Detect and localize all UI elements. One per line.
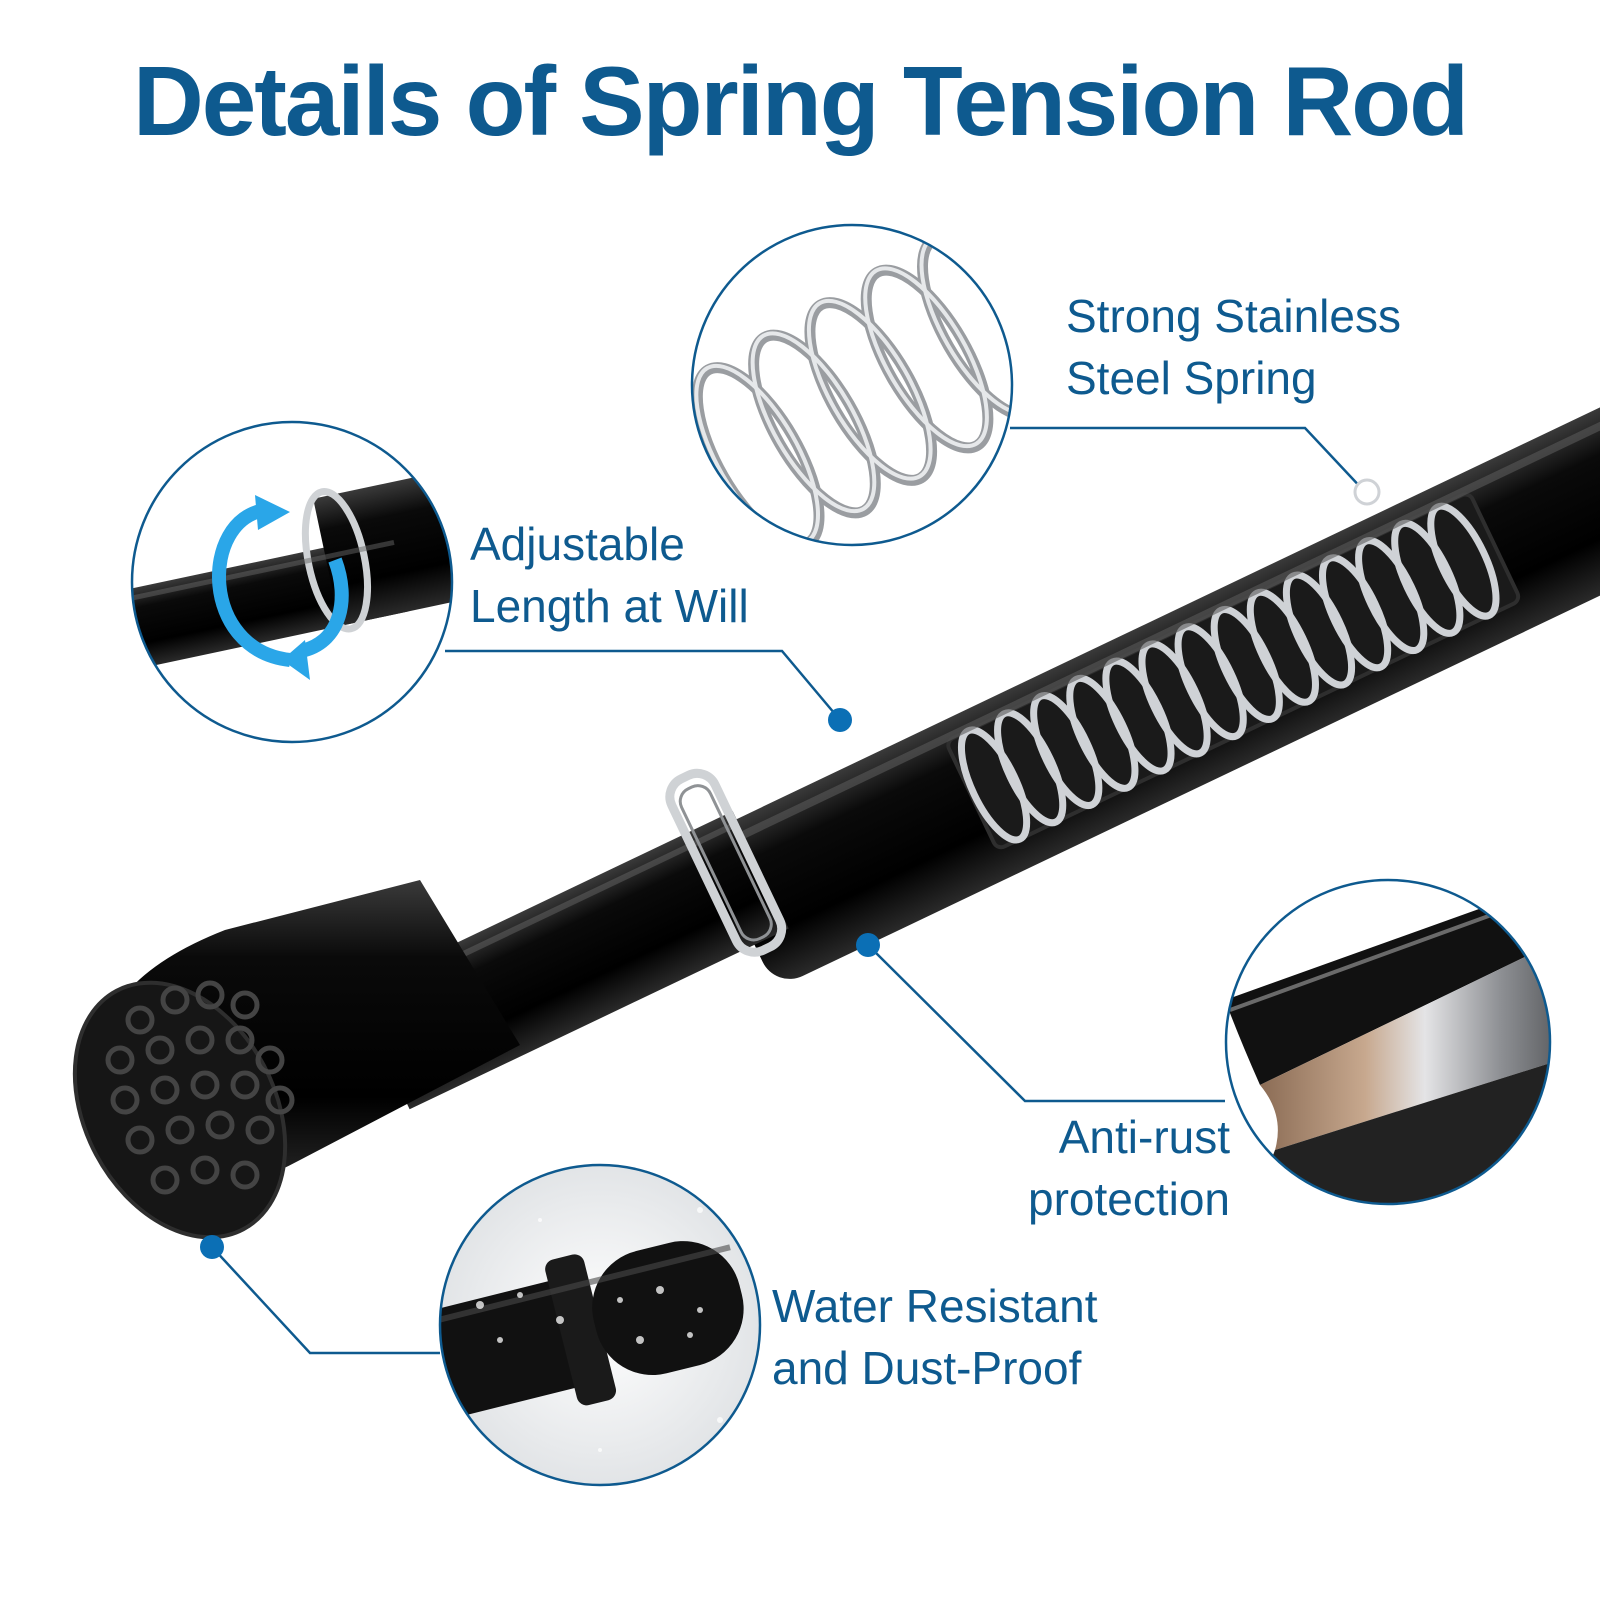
- water-droplets-icon: [438, 1163, 762, 1487]
- feature-label-adjustable: Adjustable Length at Will: [470, 513, 749, 637]
- feature-label-spring: Strong Stainless Steel Spring: [1066, 285, 1401, 409]
- feature-line-1: Strong Stainless: [1066, 290, 1401, 342]
- feature-label-water: Water Resistant and Dust-Proof: [772, 1275, 1098, 1399]
- feature-line-1: Adjustable: [470, 518, 685, 570]
- main-rod: [72, 393, 1600, 1240]
- coil-spring-icon: [690, 223, 1014, 547]
- feature-line-2: and Dust-Proof: [772, 1342, 1082, 1394]
- leader-line-rust: [867, 944, 1225, 1103]
- feature-line-1: Water Resistant: [772, 1280, 1098, 1332]
- feature-line-2: Steel Spring: [1066, 352, 1317, 404]
- callout-dot-water: [200, 1235, 224, 1259]
- leader-line-water: [211, 1246, 440, 1355]
- leader-line-spring: [1010, 426, 1366, 493]
- layered-tube-icon: [1224, 878, 1552, 1206]
- feature-line-1: Anti-rust: [1058, 1111, 1230, 1163]
- feature-line-2: protection: [1027, 1173, 1230, 1225]
- feature-line-2: Length at Will: [470, 580, 749, 632]
- callout-dots: [200, 478, 1381, 1259]
- page-title: Details of Spring Tension Rod: [132, 46, 1469, 156]
- callout-dot-spring: [1353, 478, 1381, 506]
- rotate-arrows-icon: [130, 420, 454, 744]
- feature-label-rust: Anti-rust protection: [1016, 1106, 1230, 1230]
- leader-line-adjustable: [445, 649, 841, 721]
- leader-lines: [211, 426, 1366, 1355]
- callout-dot-adjustable: [828, 708, 852, 732]
- callout-dot-rust: [856, 933, 880, 957]
